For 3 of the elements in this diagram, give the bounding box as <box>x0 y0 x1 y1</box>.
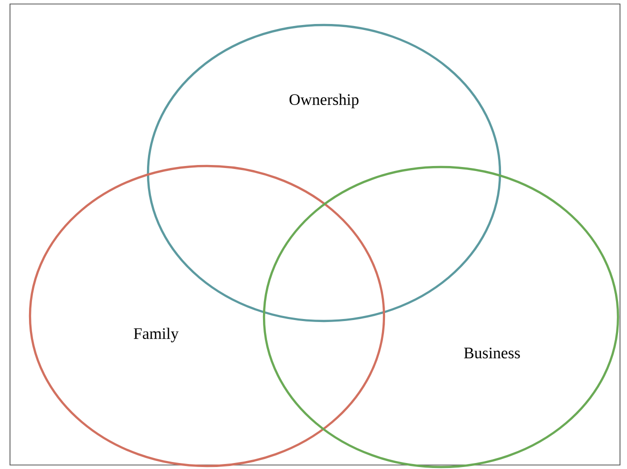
set-label: Ownership <box>290 94 358 108</box>
set-label: Family <box>134 328 179 342</box>
set-label: Business <box>464 348 520 358</box>
